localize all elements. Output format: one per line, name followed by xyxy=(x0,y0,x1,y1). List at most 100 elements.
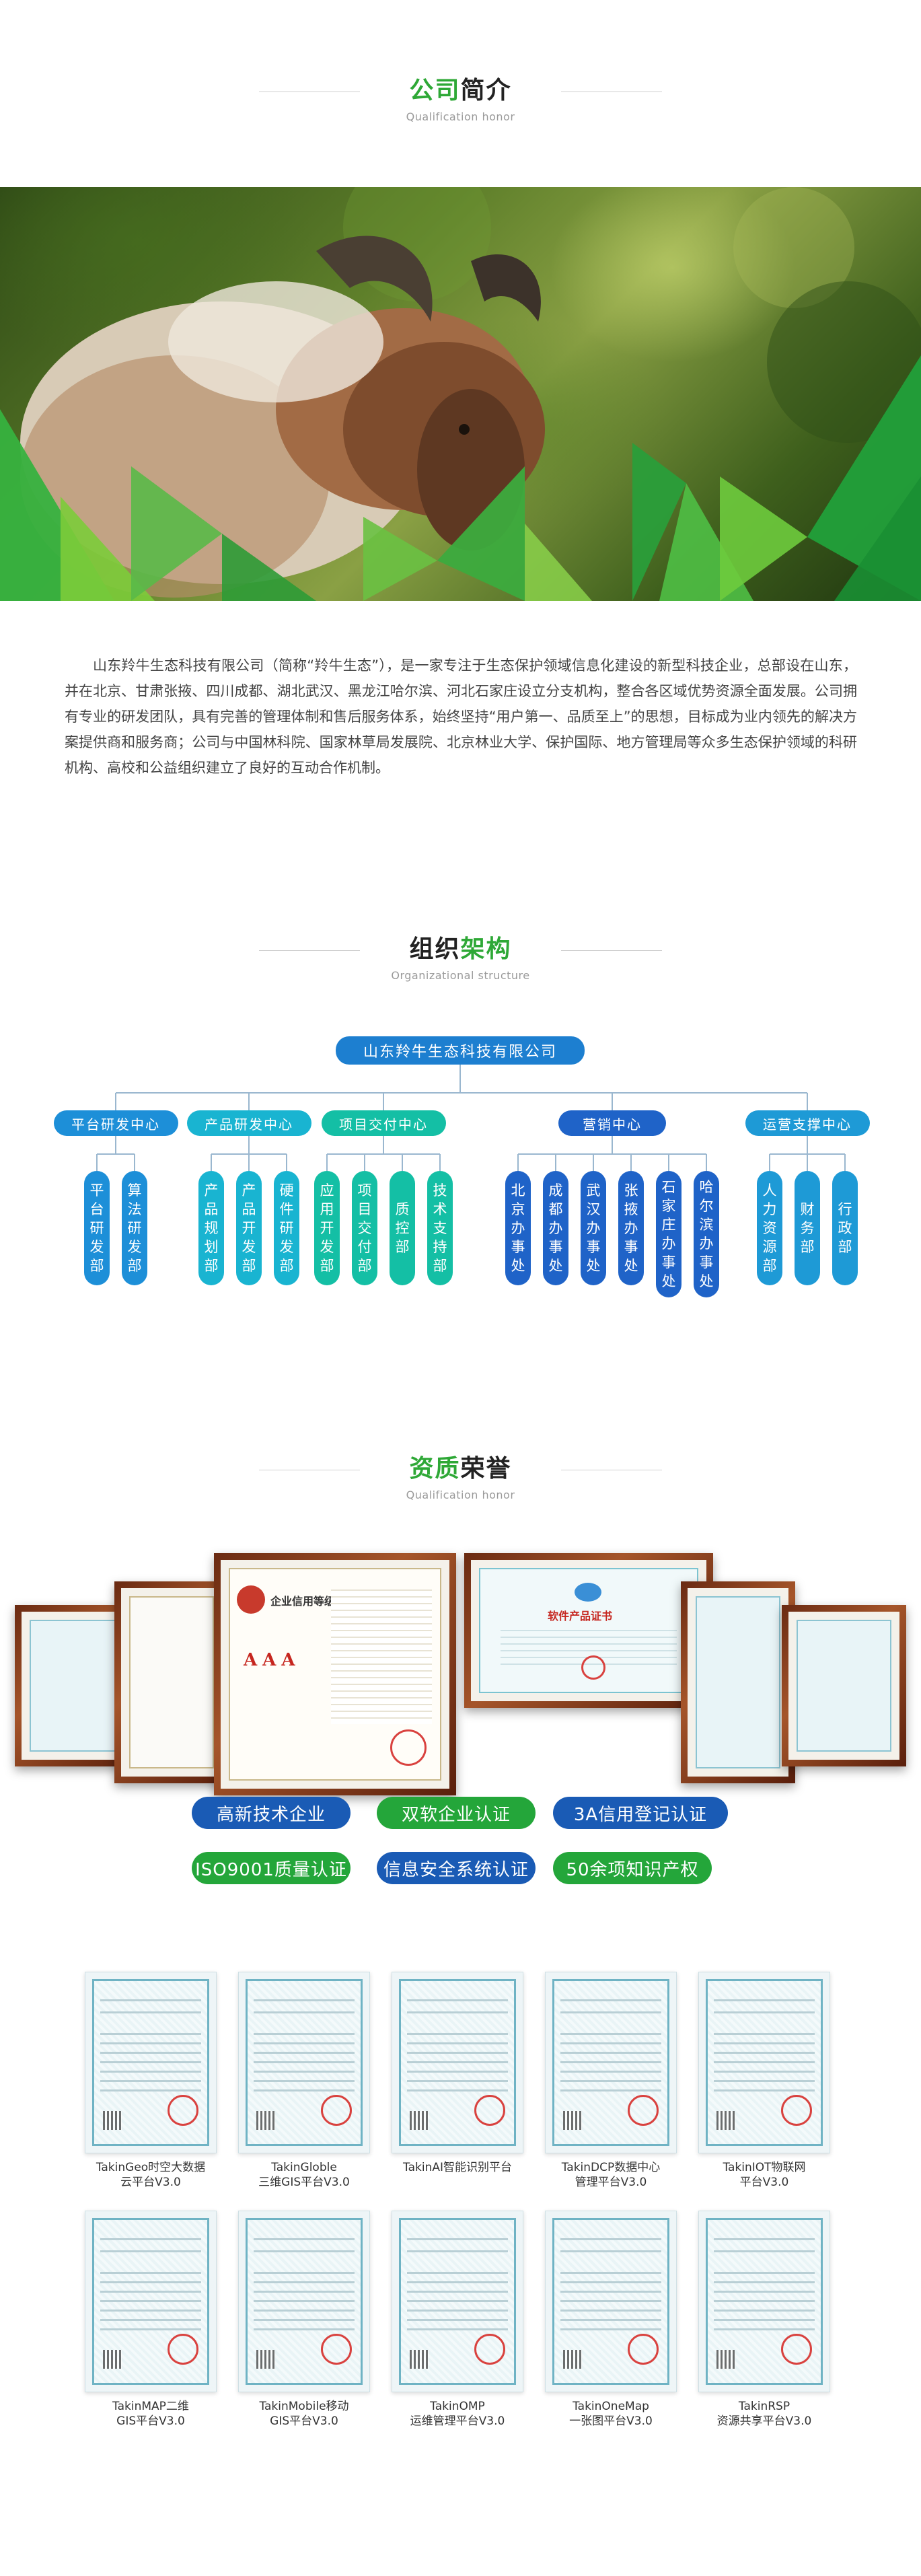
org-unit-label: 应用开发部 xyxy=(320,1182,334,1274)
org-unit: 产品开发部 xyxy=(236,1171,262,1285)
seal-icon xyxy=(474,2334,505,2365)
certificate-caption-line: TakinMobile移动 xyxy=(259,2400,349,2413)
certificate-caption-line: TakinOMP xyxy=(430,2400,485,2413)
certificate-caption: TakinIOT物联网平台V3.0 xyxy=(698,2160,830,2190)
company-intro-paragraph: 山东羚牛生态科技有限公司（简称“羚牛生态”），是一家专注于生态保护领域信息化建设… xyxy=(65,657,857,776)
org-unit-label: 北京办事处 xyxy=(511,1182,525,1274)
certificate-document xyxy=(545,2211,677,2392)
seal-icon xyxy=(581,1655,605,1680)
software-cert-title: 软件产品证书 xyxy=(548,1610,613,1622)
org-center: 项目交付中心 xyxy=(321,1110,446,1136)
framed-certificate xyxy=(114,1581,229,1783)
org-unit-label: 哈尔滨办事处 xyxy=(699,1179,714,1289)
org-subtitle: Organizational structure xyxy=(391,969,530,982)
cert-text-lines xyxy=(331,1589,432,1724)
certificate-caption-line: 资源共享平台V3.0 xyxy=(716,2414,812,2428)
profile-heading: 公司简介 xyxy=(409,77,512,104)
qr-code-icon xyxy=(103,2111,122,2130)
honor-badge: 双软企业认证 xyxy=(377,1797,536,1829)
certificate-caption-line: 运维管理平台V3.0 xyxy=(410,2414,505,2428)
org-unit-label: 石家庄办事处 xyxy=(661,1179,676,1289)
certificate-caption-line: TakinAI智能识别平台 xyxy=(403,2161,512,2174)
org-unit-label: 产品规划部 xyxy=(204,1182,219,1274)
org-root-company: 山东羚牛生态科技有限公司 xyxy=(336,1036,585,1065)
org-unit-label: 项目交付部 xyxy=(357,1182,372,1274)
seal-icon xyxy=(321,2095,352,2126)
org-unit-label: 人力资源部 xyxy=(762,1182,777,1274)
certificate-caption-line: TakinDCP数据中心 xyxy=(561,2161,661,2174)
framed-certificate xyxy=(15,1605,136,1766)
honor-badge: ISO9001质量认证 xyxy=(192,1852,351,1884)
software-certificate: TakinIOT物联网平台V3.0 xyxy=(698,1972,830,2190)
org-unit-label: 质控部 xyxy=(395,1201,410,1255)
org-unit: 张掖办事处 xyxy=(618,1171,644,1285)
credit-rating: AAA xyxy=(244,1650,301,1670)
framed-certificate xyxy=(681,1581,795,1783)
csia-logo-icon xyxy=(575,1583,601,1602)
org-connector-lines xyxy=(96,1065,846,1171)
honors-heading: 资质荣誉 xyxy=(409,1455,512,1482)
software-certificate: TakinAI智能识别平台 xyxy=(392,1972,523,2175)
profile-section-title: 公司简介 Qualification honor xyxy=(0,75,921,123)
org-unit: 技术支持部 xyxy=(427,1171,453,1285)
certificate-caption-line: 云平台V3.0 xyxy=(120,2176,181,2189)
seal-icon xyxy=(628,2334,659,2365)
qr-code-icon xyxy=(716,2111,735,2130)
certificate-document xyxy=(392,2211,523,2392)
seal-icon xyxy=(628,2095,659,2126)
org-section-title: 组织架构 Organizational structure xyxy=(0,934,921,982)
certificate-caption: TakinGeo时空大数据云平台V3.0 xyxy=(85,2160,217,2190)
certificate-caption-line: TakinIOT物联网 xyxy=(723,2161,806,2174)
qr-code-icon xyxy=(410,2111,429,2130)
qr-code-icon xyxy=(410,2350,429,2369)
framed-certificate xyxy=(782,1605,906,1766)
certificate-caption-line: 三维GIS平台V3.0 xyxy=(258,2176,350,2189)
framed-credit-certificate: 企业信用等级证书 AAA xyxy=(214,1553,456,1795)
certificate-document xyxy=(85,2211,217,2392)
org-heading: 组织架构 xyxy=(409,935,512,963)
honor-badge: 50余项知识产权 xyxy=(553,1852,712,1884)
certificate-caption: TakinAI智能识别平台 xyxy=(392,2160,523,2175)
certificate-caption-line: 一张图平台V3.0 xyxy=(569,2414,653,2428)
org-unit-label: 成都办事处 xyxy=(548,1182,563,1274)
hero-illustration xyxy=(0,187,921,601)
software-certificate: TakinDCP数据中心管理平台V3.0 xyxy=(545,1972,677,2190)
seal-icon xyxy=(781,2334,812,2365)
certificate-caption: TakinDCP数据中心管理平台V3.0 xyxy=(545,2160,677,2190)
org-unit: 应用开发部 xyxy=(314,1171,340,1285)
org-unit: 行政部 xyxy=(832,1171,858,1285)
org-unit: 质控部 xyxy=(390,1171,415,1285)
org-unit: 硬件研发部 xyxy=(274,1171,299,1285)
seal-icon xyxy=(390,1729,427,1766)
certificate-document xyxy=(85,1972,217,2153)
certificate-document xyxy=(392,1972,523,2153)
profile-subtitle: Qualification honor xyxy=(406,110,515,123)
seal-icon xyxy=(168,2334,198,2365)
org-unit: 算法研发部 xyxy=(122,1171,147,1285)
org-unit: 成都办事处 xyxy=(543,1171,568,1285)
certificate-caption-line: TakinOneMap xyxy=(573,2400,649,2413)
org-unit-label: 技术支持部 xyxy=(433,1182,447,1274)
certificate-caption-line: 平台V3.0 xyxy=(739,2176,789,2189)
seal-icon xyxy=(168,2095,198,2126)
certificate-caption-line: GIS平台V3.0 xyxy=(270,2414,338,2428)
certificate-caption-line: GIS平台V3.0 xyxy=(116,2414,185,2428)
honor-badge: 高新技术企业 xyxy=(192,1797,351,1829)
org-unit: 人力资源部 xyxy=(757,1171,782,1285)
certificate-caption-line: 管理平台V3.0 xyxy=(575,2176,647,2189)
org-unit: 项目交付部 xyxy=(352,1171,377,1285)
certificate-document xyxy=(238,1972,370,2153)
org-unit: 产品规划部 xyxy=(198,1171,224,1285)
hero-takin-image xyxy=(0,187,921,601)
